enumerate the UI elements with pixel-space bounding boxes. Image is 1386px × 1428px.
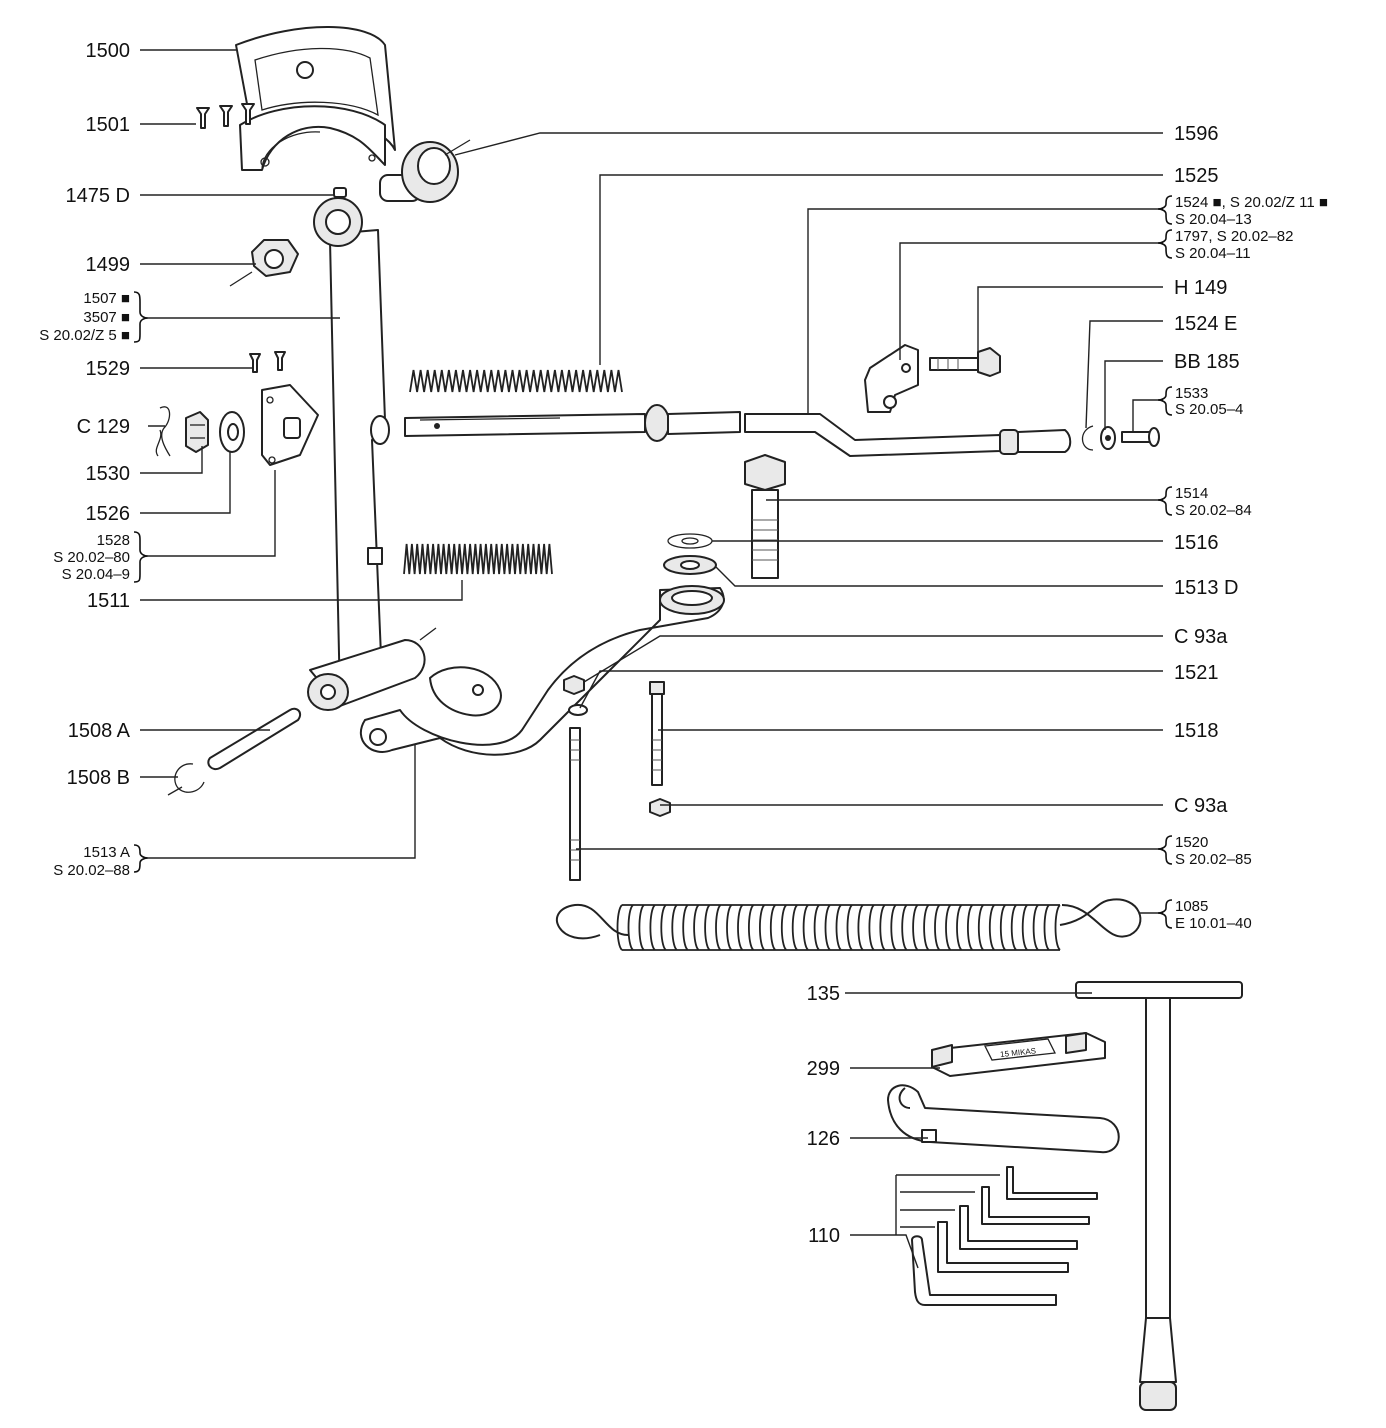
label-1514-line1: 1514 — [1175, 485, 1208, 502]
label-1530: 1530 — [86, 463, 131, 485]
part-1511-spring — [403, 543, 553, 575]
label-1528-line2: S 20.02–80 — [53, 549, 130, 566]
part-1475d-screw — [333, 187, 347, 198]
label-1507-line2: 3507 ■ — [83, 309, 130, 326]
part-1514-bolt — [744, 454, 786, 579]
label-1528-line3: S 20.04–9 — [62, 566, 130, 583]
label-110: 110 — [808, 1225, 840, 1247]
part-1526-washer — [219, 411, 245, 453]
part-1507-main-lever — [307, 197, 437, 711]
part-h149-bolt — [929, 347, 1001, 377]
label-1508a: 1508 A — [68, 720, 131, 742]
part-1513d-washer — [663, 555, 717, 575]
part-1508a-pin — [207, 707, 302, 770]
label-1085-line2: E 10.01–40 — [1175, 915, 1252, 932]
label-1524e: 1524 E — [1174, 313, 1237, 335]
part-1513a-lever-arm — [359, 585, 725, 756]
part-labels: 1500 1501 1475 D 1499 1507 ■ 3507 ■ S 20… — [39, 40, 1328, 1247]
part-1085-tension-spring — [556, 898, 1142, 951]
part-1530-castle-nut — [185, 411, 209, 453]
part-1596-bushing — [379, 139, 471, 203]
leader-lines — [140, 49, 1163, 1269]
label-1518: 1518 — [1174, 720, 1219, 742]
part-1518-stud — [649, 681, 665, 786]
label-1520-line1: 1520 — [1175, 834, 1208, 851]
label-299: 299 — [807, 1058, 840, 1080]
label-c93a-lower: C 93a — [1174, 795, 1228, 817]
part-c129-cotter-pin — [155, 406, 171, 457]
label-1499: 1499 — [86, 254, 131, 276]
part-c93a-nut-upper — [563, 675, 585, 695]
part-1516-lock-washer — [667, 533, 713, 549]
label-1528-line1: 1528 — [97, 532, 130, 549]
label-1508b: 1508 B — [67, 767, 130, 789]
part-126-hook-spanner — [887, 1084, 1120, 1154]
gauge-marking: 15 MIKAS — [1000, 1046, 1037, 1059]
part-1500-quadrant-cover — [235, 26, 396, 171]
label-h149: H 149 — [1174, 277, 1227, 299]
part-1529-screws — [249, 351, 286, 373]
label-126: 126 — [807, 1128, 840, 1150]
part-bb185-washer — [1100, 426, 1116, 450]
label-1524-line1: 1524 ■, S 20.02/Z 11 ■ — [1175, 194, 1328, 211]
label-1524-line2: S 20.04–13 — [1175, 211, 1252, 228]
part-1501-screws — [196, 103, 255, 129]
part-1521-washer — [568, 704, 588, 716]
label-c93a-upper: C 93a — [1174, 626, 1228, 648]
part-1499-hex-nut — [229, 239, 299, 287]
label-1513a-line2: S 20.02–88 — [53, 862, 130, 879]
label-1513d: 1513 D — [1174, 577, 1239, 599]
part-1525-spring — [409, 369, 623, 393]
braces — [133, 195, 1173, 929]
label-135: 135 — [807, 983, 840, 1005]
part-1524-rod — [404, 404, 1072, 457]
label-c129: C 129 — [77, 416, 130, 438]
part-1508b-clip — [167, 763, 205, 796]
label-1521: 1521 — [1174, 662, 1219, 684]
label-1500: 1500 — [86, 40, 131, 62]
label-1596: 1596 — [1174, 123, 1219, 145]
part-1524e-clip — [1081, 425, 1094, 451]
label-1533-line1: 1533 — [1175, 385, 1208, 402]
label-1514-line2: S 20.02–84 — [1175, 502, 1252, 519]
part-110-hex-key-set — [911, 1166, 1098, 1306]
part-1520-stud — [569, 727, 581, 881]
label-1529: 1529 — [86, 358, 131, 380]
part-1533-screw — [1121, 427, 1160, 447]
label-1525: 1525 — [1174, 165, 1219, 187]
label-1797-line1: 1797, S 20.02–82 — [1175, 228, 1293, 245]
part-1797-bracket — [864, 344, 919, 413]
label-1520-line2: S 20.02–85 — [1175, 851, 1252, 868]
label-1533-line2: S 20.05–4 — [1175, 401, 1243, 418]
part-c93a-nut-lower — [649, 798, 671, 817]
label-1507-line3: S 20.02/Z 5 ■ — [39, 327, 130, 344]
label-1797-line2: S 20.04–11 — [1175, 245, 1251, 262]
part-299-gauge-block: 15 MIKAS — [931, 1032, 1106, 1077]
label-bb185: BB 185 — [1174, 351, 1240, 373]
label-1516: 1516 — [1174, 532, 1219, 554]
label-1511: 1511 — [87, 590, 130, 612]
part-1528-plate — [261, 384, 319, 466]
label-1085-line1: 1085 — [1175, 898, 1208, 915]
label-1507-line1: 1507 ■ — [83, 290, 130, 307]
label-1475d: 1475 D — [66, 185, 131, 207]
part-135-t-wrench — [1075, 981, 1243, 1411]
label-1526: 1526 — [86, 503, 131, 525]
label-1513a-line1: 1513 A — [83, 844, 130, 861]
label-1501: 1501 — [86, 114, 131, 136]
